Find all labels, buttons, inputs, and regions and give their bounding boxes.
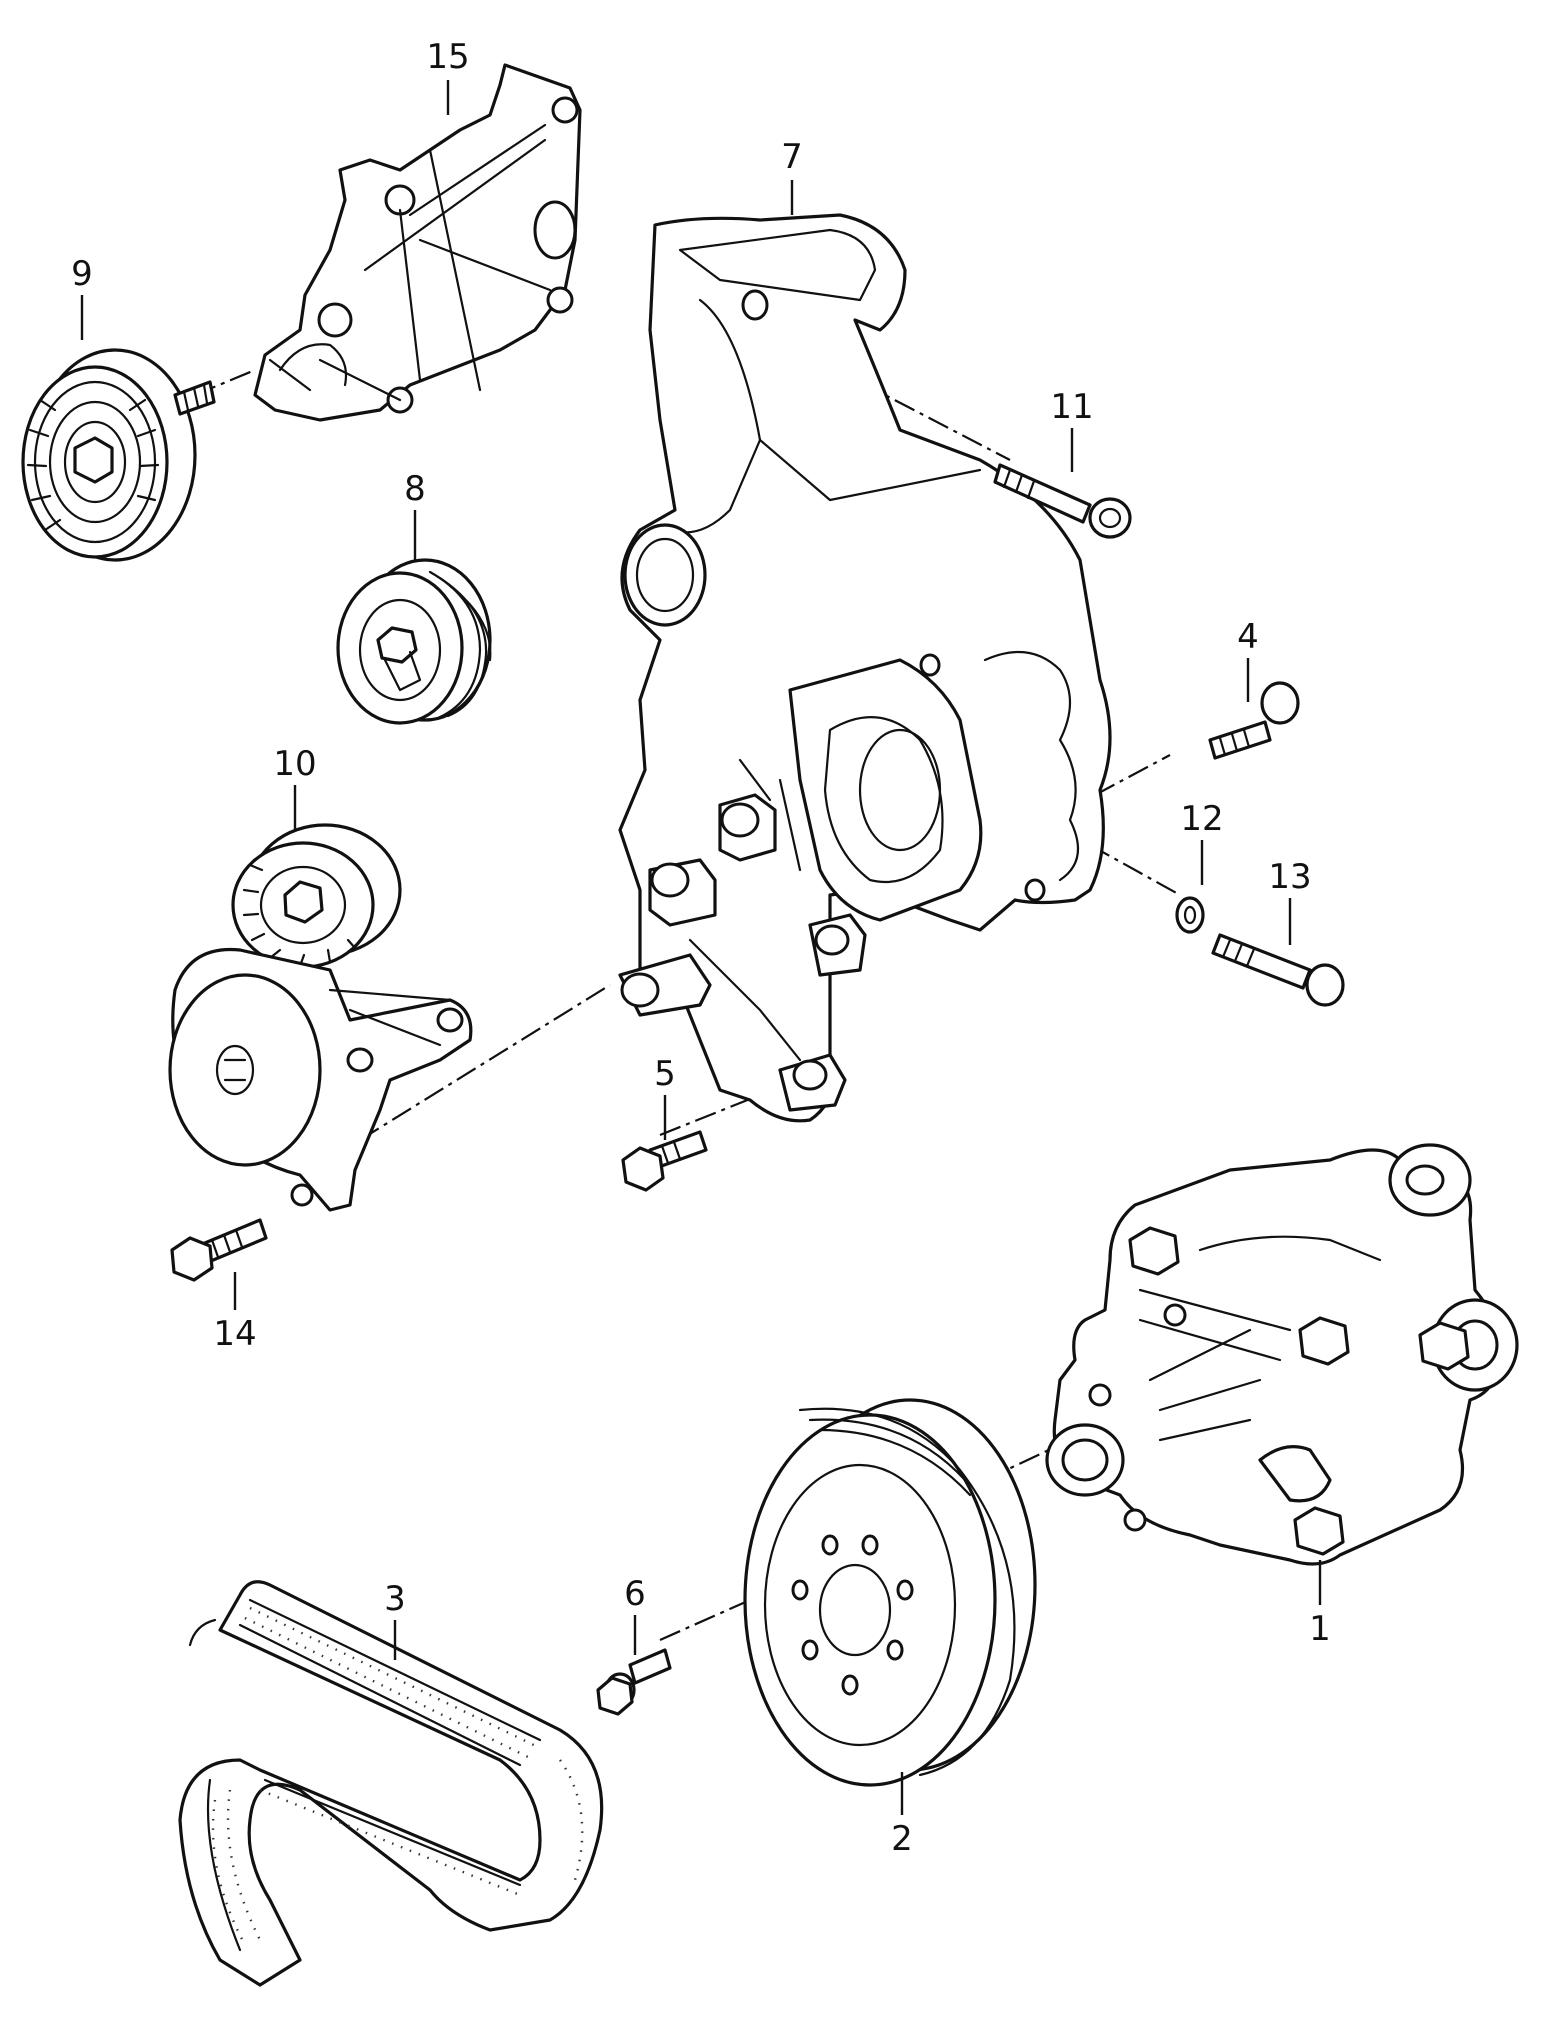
callout-5: 5 (654, 1054, 676, 1094)
collar-bolt-icon (596, 1648, 672, 1716)
callout-4: 4 (1237, 617, 1259, 657)
callout-13: 13 (1268, 857, 1311, 897)
callout-14: 14 (213, 1314, 256, 1354)
bolt-icon (170, 1218, 268, 1282)
bracket-icon (618, 213, 1112, 1123)
callout-2: 2 (891, 1819, 913, 1859)
bolt-icon (993, 463, 1132, 539)
callout-8: 8 (404, 469, 426, 509)
bolt-icon (1211, 933, 1345, 1007)
ribbed-belt-icon (178, 1580, 604, 1987)
callout-12: 12 (1180, 799, 1223, 839)
callout-6: 6 (624, 1574, 646, 1614)
water-pump-icon (1045, 1143, 1519, 1566)
callout-10: 10 (273, 744, 316, 784)
idler-pulley-icon (336, 558, 492, 725)
mounting-bracket-icon (253, 63, 582, 422)
idler-roller-icon (21, 348, 216, 562)
callout-11: 11 (1050, 387, 1093, 427)
callout-9: 9 (71, 254, 93, 294)
callout-3: 3 (384, 1579, 406, 1619)
bolt-icon (621, 1130, 708, 1192)
callout-7: 7 (781, 137, 803, 177)
callout-15: 15 (426, 37, 469, 77)
callout-1: 1 (1309, 1609, 1331, 1649)
washer-icon (1175, 896, 1205, 934)
tensioner-icon (168, 823, 473, 1212)
bolt-icon (1208, 681, 1300, 760)
pulley-icon (743, 1398, 1037, 1787)
callout-labels: 15 7 9 11 8 4 10 12 13 5 14 1 3 6 2 (71, 37, 1331, 1859)
leader-lines (80, 80, 1322, 1815)
